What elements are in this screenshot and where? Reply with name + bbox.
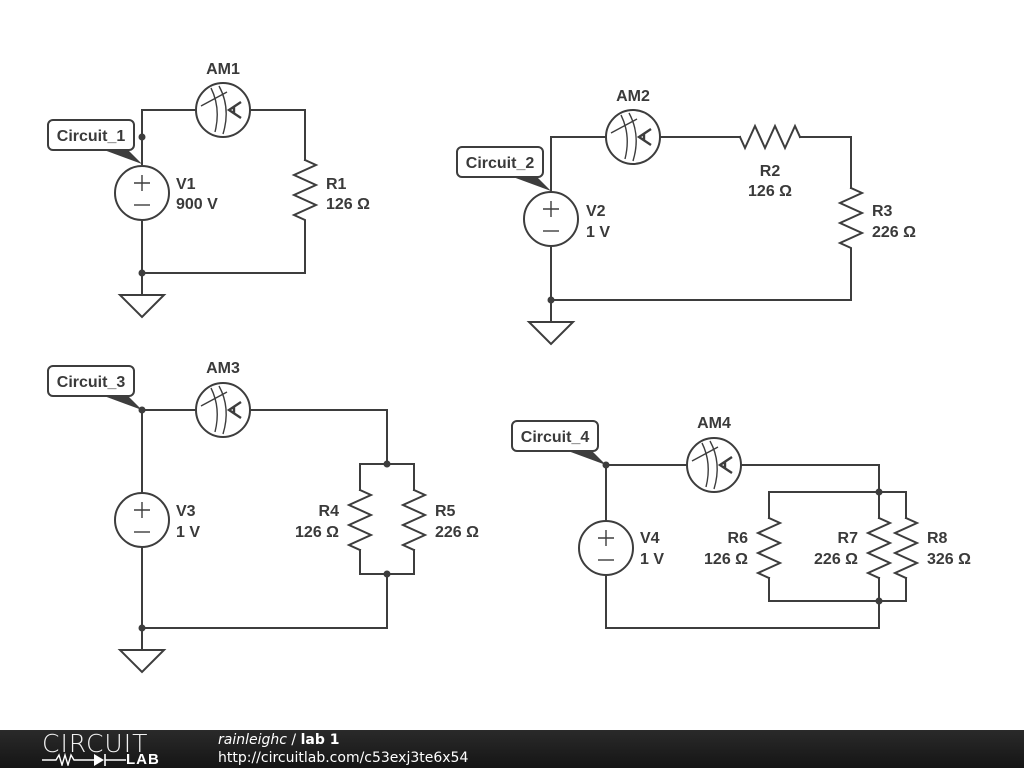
circuit-2: AM2 V2 1 V R2 126 Ω R3 226 Ω Circuit_2 [456, 88, 916, 345]
resistor-value: 226 Ω [435, 524, 479, 541]
ammeter-label: AM3 [206, 360, 240, 377]
resistor-r8[interactable] [892, 516, 920, 580]
junction-dot [383, 570, 391, 578]
source-value: 1 V [176, 524, 200, 541]
resistor-value: 126 Ω [704, 551, 748, 568]
resistor-r3[interactable] [837, 186, 865, 253]
junction-dot [875, 488, 883, 496]
voltage-source-v1[interactable] [114, 165, 170, 221]
voltage-source-v2[interactable] [523, 191, 579, 247]
circuit-1: AM1 V1 900 V R1 126 Ω Circuit_1 [47, 61, 370, 318]
path-separator: / [286, 732, 301, 748]
ammeter-am3[interactable] [194, 381, 252, 439]
ammeter-am2[interactable] [604, 108, 662, 166]
ground-icon [119, 272, 165, 318]
resistor-label: R7 [838, 530, 859, 547]
net-tag-circuit-4[interactable]: Circuit_4 [511, 420, 606, 465]
source-value: 1 V [586, 224, 610, 241]
resistor-r1[interactable] [291, 158, 319, 226]
resistor-value: 226 Ω [814, 551, 858, 568]
junction-dot [875, 597, 883, 605]
source-label: V1 [176, 176, 196, 193]
ammeter-label: AM4 [697, 415, 731, 432]
net-tag-label: Circuit_3 [57, 374, 126, 391]
net-tag-circuit-3[interactable]: Circuit_3 [47, 365, 142, 410]
wire [141, 109, 306, 296]
source-label: V4 [640, 530, 660, 547]
circuit-3: AM3 V3 1 V R4 126 Ω R5 226 Ω Circuit_3 [47, 360, 479, 673]
author-link[interactable]: rainleighc [218, 732, 287, 748]
net-tag-circuit-1[interactable]: Circuit_1 [47, 119, 142, 164]
circuit-4: AM4 V4 1 V R6 126 Ω R7 226 Ω R8 326 Ω Ci… [511, 415, 971, 629]
resistor-value: 126 Ω [326, 196, 370, 213]
wire [550, 136, 852, 323]
resistor-label: R3 [872, 203, 893, 220]
resistor-r4[interactable] [346, 488, 374, 552]
source-label: V2 [586, 203, 606, 220]
net-tag-label: Circuit_1 [57, 128, 126, 145]
junction-dot [383, 460, 391, 468]
resistor-value: 126 Ω [748, 183, 792, 200]
resistor-value: 126 Ω [295, 524, 339, 541]
resistor-label: R1 [326, 176, 347, 193]
resistor-r7[interactable] [865, 516, 893, 580]
resistor-value: 326 Ω [927, 551, 971, 568]
voltage-source-v3[interactable] [114, 492, 170, 548]
source-value: 900 V [176, 196, 218, 213]
ground-icon [528, 299, 574, 345]
resistor-label: R6 [728, 530, 749, 547]
resistor-label: R4 [319, 503, 340, 520]
junction-dot [138, 133, 146, 141]
resistor-r6[interactable] [755, 516, 783, 580]
resistor-value: 226 Ω [872, 224, 916, 241]
ground-icon [119, 627, 165, 673]
resistor-r2[interactable] [738, 123, 802, 151]
voltage-source-v4[interactable] [578, 520, 634, 576]
resistor-label: R2 [760, 163, 781, 180]
logo-text-bottom: LAB [126, 751, 160, 768]
ammeter-label: AM1 [206, 61, 240, 78]
ammeter-am1[interactable] [194, 81, 252, 139]
net-tag-label: Circuit_4 [521, 429, 590, 446]
resistor-label: R8 [927, 530, 948, 547]
resistor-label: R5 [435, 503, 456, 520]
circuit-title[interactable]: lab 1 [300, 732, 340, 748]
resistor-r5[interactable] [400, 488, 428, 552]
circuit-url[interactable]: http://circuitlab.com/c53exj3te6x54 [218, 750, 469, 766]
circuit-meta: rainleighc / lab 1 http://circuitlab.com… [218, 731, 468, 767]
source-label: V3 [176, 503, 196, 520]
circuitlab-logo[interactable]: CIRCUIT LAB [42, 729, 177, 768]
wire [605, 464, 907, 629]
schematic-canvas: AM1 V1 900 V R1 126 Ω Circuit_1 AM2 V2 1… [47, 61, 971, 673]
ammeter-label: AM2 [616, 88, 650, 105]
logo-text-top: CIRCUIT [42, 729, 149, 758]
resistor-diode-logo-icon [42, 752, 126, 766]
source-value: 1 V [640, 551, 664, 568]
ammeter-am4[interactable] [685, 436, 743, 494]
net-tag-label: Circuit_2 [466, 155, 535, 172]
net-tag-circuit-2[interactable]: Circuit_2 [456, 146, 551, 191]
footer-bar: CIRCUIT LAB rainleighc / lab 1 http://ci… [0, 730, 1024, 768]
